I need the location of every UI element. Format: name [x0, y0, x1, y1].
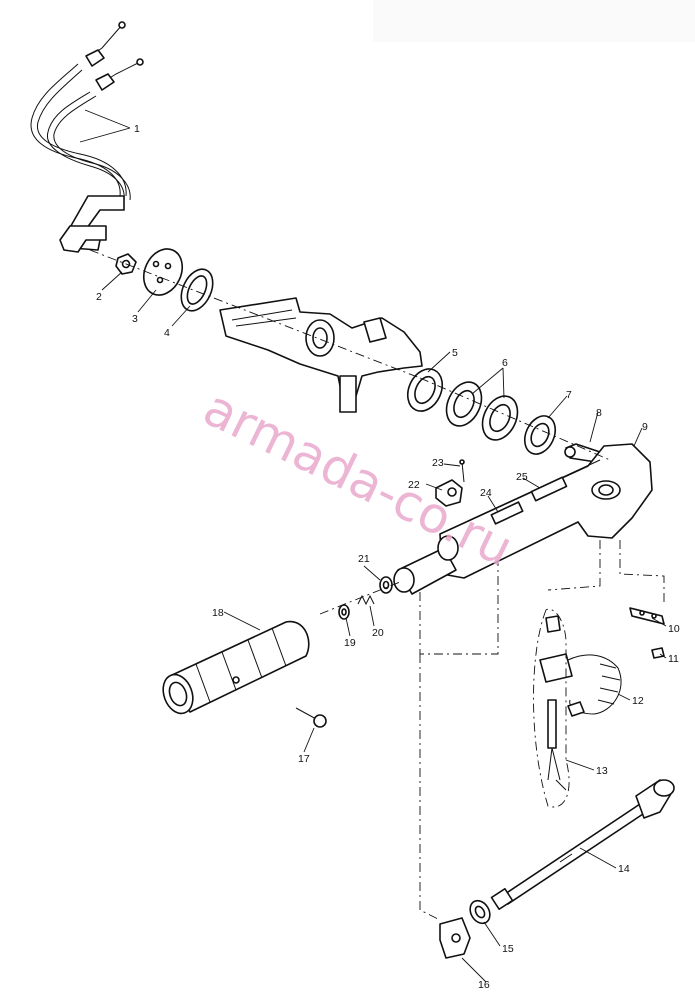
callout-24: 24 — [480, 487, 492, 499]
callout-25: 25 — [516, 471, 528, 483]
callout-6: 6 — [502, 357, 508, 369]
part-13-wire — [533, 608, 570, 808]
callout-8: 8 — [596, 407, 602, 419]
part-5-washer — [406, 368, 444, 412]
callout-22: 22 — [408, 479, 420, 491]
callout-16: 16 — [478, 979, 490, 991]
callout-15: 15 — [502, 943, 514, 955]
part-1-cables — [30, 21, 144, 253]
bracket-housing — [219, 297, 423, 413]
part-14-shaft — [490, 779, 675, 911]
callout-19: 19 — [344, 637, 356, 649]
callout-12: 12 — [632, 695, 644, 707]
callout-18: 18 — [212, 607, 224, 619]
part-16-bracket — [439, 917, 471, 959]
leader-lines — [79, 109, 667, 983]
callout-10: 10 — [668, 623, 680, 635]
callout-13: 13 — [596, 765, 608, 777]
part-17-screw — [295, 707, 327, 728]
callout-21: 21 — [358, 553, 370, 565]
part-21-washer — [379, 576, 393, 594]
callout-17: 17 — [298, 753, 310, 765]
callout-14: 14 — [618, 863, 630, 875]
part-11-screw — [651, 647, 665, 659]
part-22-knob — [435, 479, 463, 507]
callout-2: 2 — [96, 291, 102, 303]
part-19-washer — [338, 604, 350, 620]
part-4-washer — [180, 268, 214, 312]
part-20-spring — [357, 594, 375, 606]
corner-shading — [373, 0, 695, 42]
callout-23: 23 — [432, 457, 444, 469]
callout-20: 20 — [372, 627, 384, 639]
callout-11: 11 — [668, 653, 679, 665]
part-18-grip — [162, 620, 310, 715]
callout-7: 7 — [566, 389, 572, 401]
callout-9: 9 — [642, 421, 648, 433]
assembly-lines — [89, 249, 665, 921]
callout-5: 5 — [452, 347, 458, 359]
part-6-friction-plates — [445, 381, 519, 441]
part-7-washer — [523, 415, 557, 455]
part-12-stop-switch — [539, 615, 622, 717]
part-23-pin — [459, 459, 465, 483]
callouts: 1 2 3 4 5 6 7 8 9 10 11 12 13 14 15 16 1… — [96, 123, 680, 991]
callout-4: 4 — [164, 327, 170, 339]
part-9-tiller-arm — [393, 443, 653, 595]
callout-3: 3 — [132, 313, 138, 325]
callout-1: 1 — [134, 123, 140, 135]
part-3-plate — [142, 248, 184, 296]
part-15-washer — [469, 899, 491, 925]
